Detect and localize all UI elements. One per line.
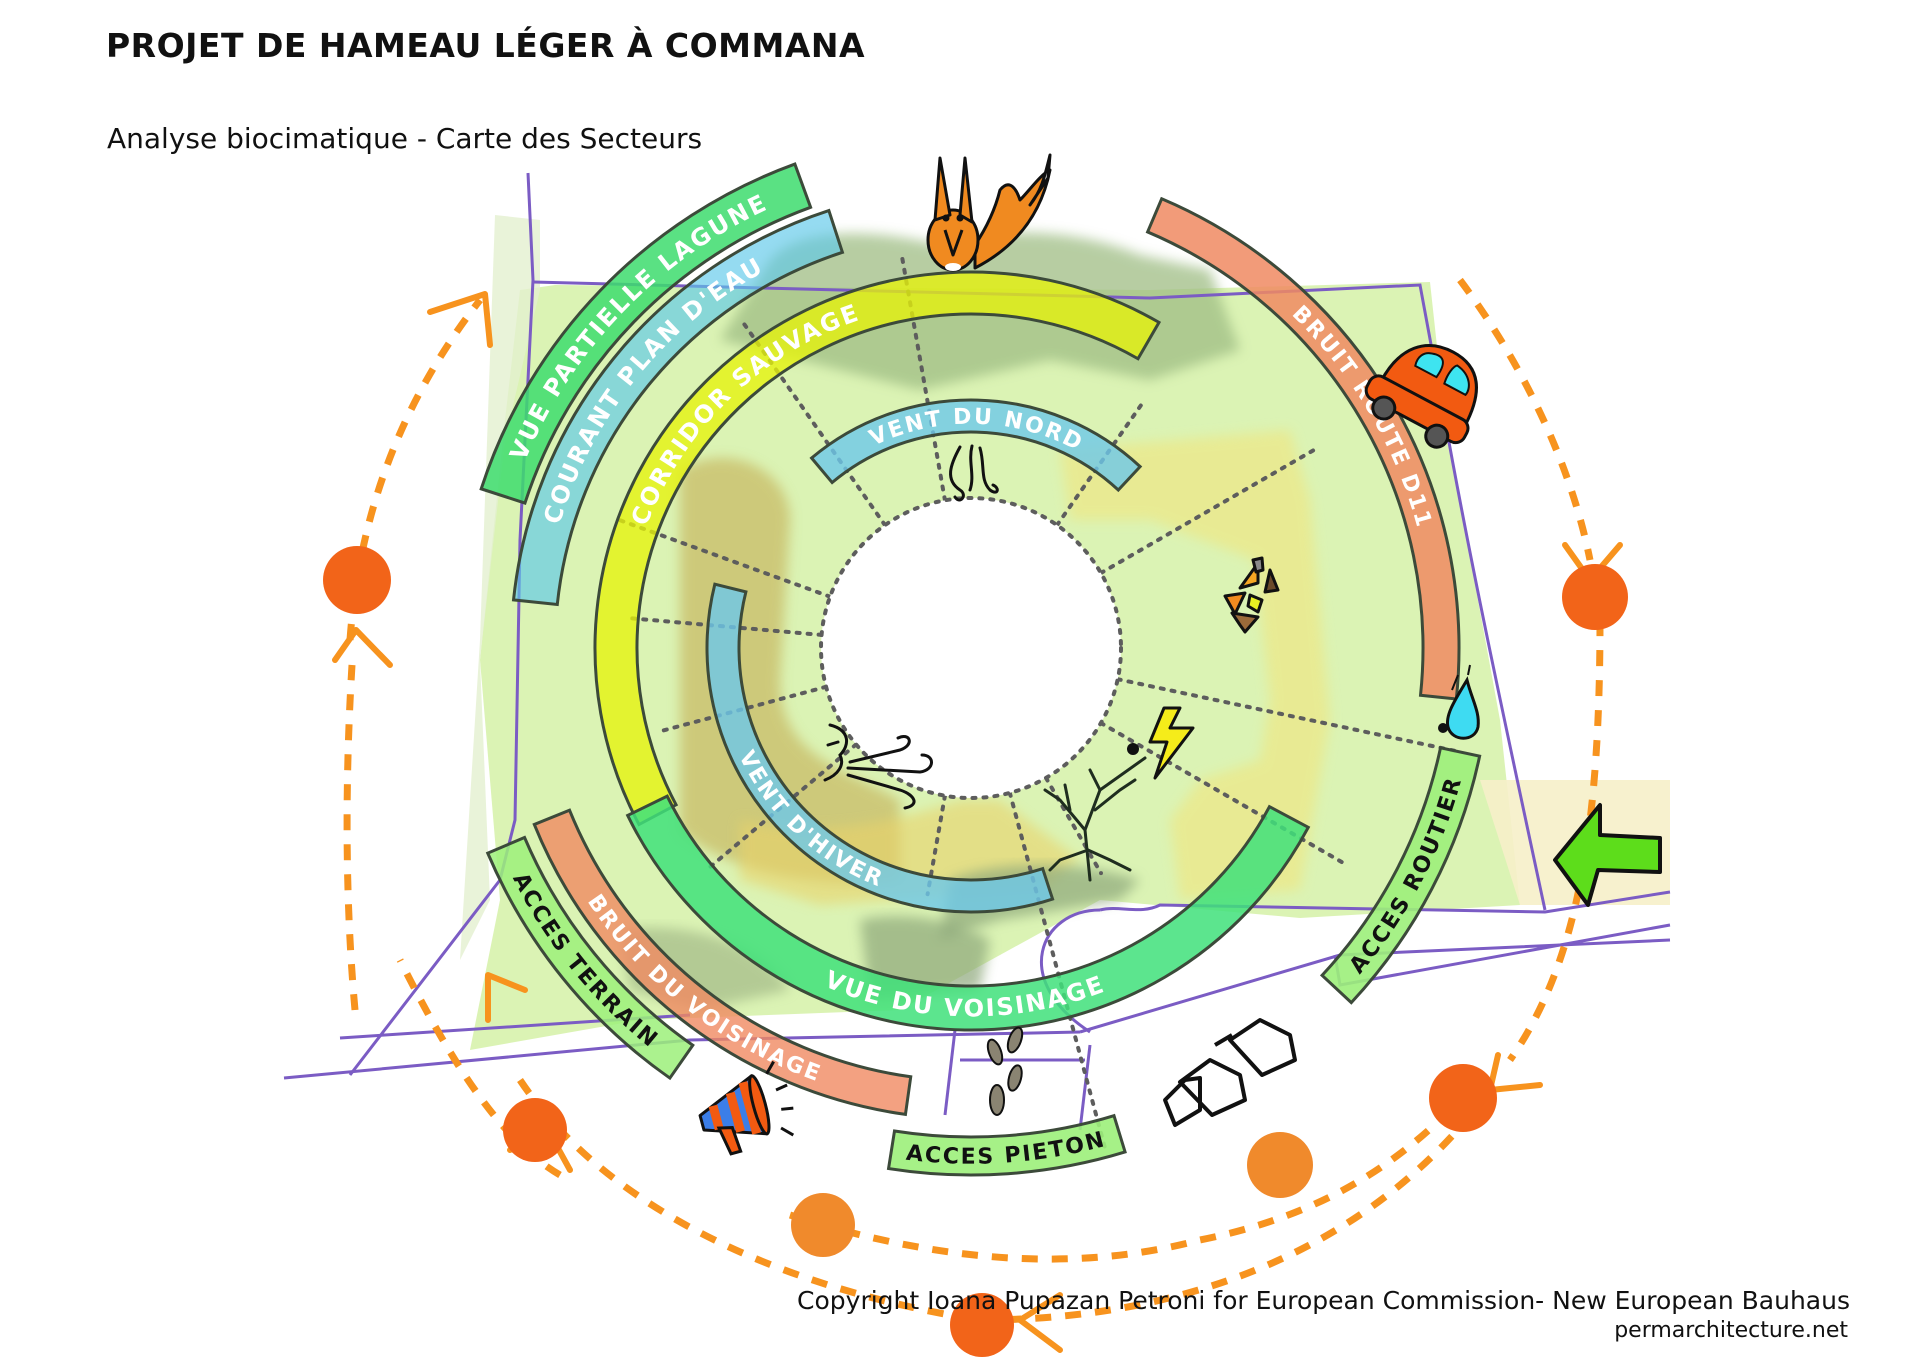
sector-arc-vue-du-voisinage <box>625 794 1311 1032</box>
megaphone-icon <box>698 1060 795 1156</box>
sun-dot <box>1247 1132 1313 1198</box>
sector-division-line <box>708 742 859 869</box>
access-arrow-icon <box>1553 803 1662 907</box>
rock-debris-icon <box>1223 556 1280 634</box>
sector-arc-acces-routier <box>1319 746 1482 1005</box>
sector-arc-vent-dhiver <box>705 582 1055 914</box>
copyright-text: Copyright Ioana Pupazan Petroni for Euro… <box>797 1286 1850 1315</box>
sector-division-line <box>659 684 829 733</box>
sun-dot <box>950 1293 1014 1357</box>
north-wind-swirl-icon <box>949 444 999 502</box>
sector-arc-acces-pieton <box>886 1113 1127 1177</box>
sector-division-line <box>1044 775 1103 876</box>
sector-division-line <box>630 616 824 637</box>
website-link[interactable]: permarchitecture.net <box>1614 1318 1848 1343</box>
sun-dot <box>323 546 391 614</box>
sector-division-line <box>742 322 887 528</box>
squirrel-icon <box>926 153 1052 272</box>
page-title: PROJET DE HAMEAU LÉGER À COMMANA <box>106 26 866 65</box>
sun-dot <box>1429 1064 1497 1132</box>
footprints-icon <box>986 1026 1024 1116</box>
water-drop-icon <box>1438 664 1480 740</box>
dead-tree-icon <box>1043 756 1147 882</box>
wind-face-icon <box>823 723 933 810</box>
sun-dot <box>791 1193 855 1257</box>
sun-dot <box>1562 564 1628 630</box>
sun-positions <box>323 546 1628 1357</box>
car-icon <box>1364 344 1478 449</box>
page-subtitle: Analyse biocimatique - Carte des Secteur… <box>107 122 703 155</box>
lightning-icon <box>1127 706 1195 780</box>
houses-icon <box>1163 1018 1297 1127</box>
sector-division-line <box>1098 446 1320 575</box>
sector-division-line <box>1007 790 1108 1153</box>
sun-dot <box>503 1098 567 1162</box>
central-site-circle <box>819 496 1123 800</box>
sector-division-line <box>1115 677 1463 754</box>
sector-arc-acces-terrain <box>485 835 695 1081</box>
sector-arc-vue-partielle-lagune <box>479 162 813 505</box>
sector-arc-corridor-sauvage <box>593 270 1162 827</box>
sector-arc-vent-du-nord <box>809 398 1143 493</box>
sector-arc-bruit-du-voisinage <box>532 808 913 1117</box>
sector-arc-bruit-route-d11 <box>1145 196 1461 701</box>
sector-arc-courant-plan-deau <box>511 208 845 607</box>
sector-division-line <box>900 257 947 503</box>
